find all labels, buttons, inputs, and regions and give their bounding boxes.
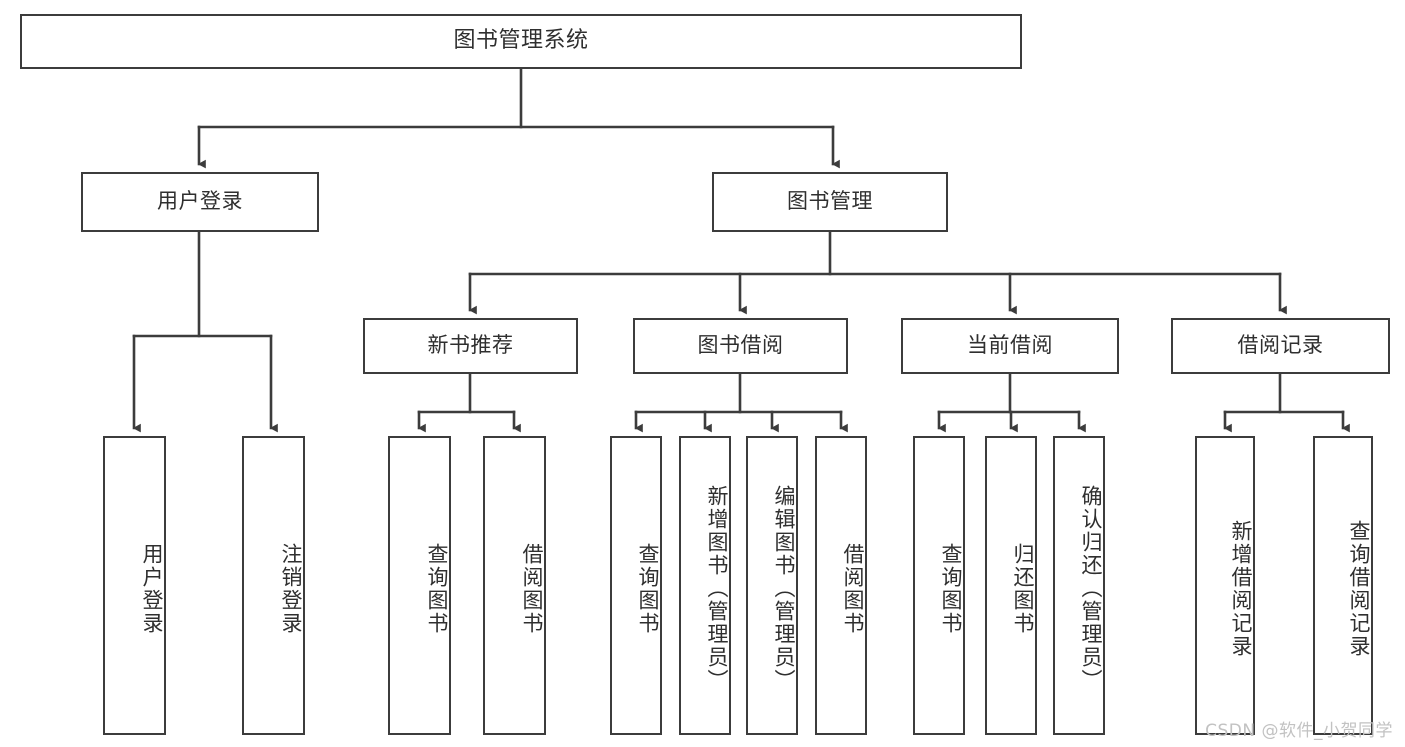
node-current-borrow-label: 当前借阅: [967, 333, 1053, 358]
leaf-edit-book-label: 编辑图书（管理员）: [772, 485, 796, 692]
leaf-edit-book[interactable]: 编辑图书（管理员）: [746, 436, 798, 735]
node-new-book-rec[interactable]: 新书推荐: [363, 318, 578, 374]
leaf-add-record[interactable]: 新增借阅记录: [1195, 436, 1255, 735]
leaf-user-login-label: 用户登录: [140, 542, 164, 635]
csdn-watermark: CSDN @软件_小贺同学: [1205, 721, 1393, 741]
leaf-borrow-book-rec[interactable]: 借阅图书: [483, 436, 546, 735]
leaf-confirm-return-label: 确认归还（管理员）: [1079, 485, 1103, 692]
node-borrow-record-label: 借阅记录: [1237, 333, 1324, 358]
node-book-borrow-label: 图书借阅: [697, 333, 784, 358]
leaf-add-book[interactable]: 新增图书（管理员）: [679, 436, 731, 735]
leaf-borrow-book-label: 借阅图书: [841, 542, 865, 635]
node-book-borrow[interactable]: 图书借阅: [633, 318, 848, 374]
node-root[interactable]: 图书管理系统: [20, 14, 1022, 69]
node-borrow-record[interactable]: 借阅记录: [1171, 318, 1390, 374]
node-current-borrow[interactable]: 当前借阅: [901, 318, 1119, 374]
leaf-query-book-cur-label: 查询图书: [939, 542, 963, 635]
node-user-login[interactable]: 用户登录: [81, 172, 319, 232]
node-new-book-rec-label: 新书推荐: [427, 333, 514, 358]
leaf-borrow-book-rec-label: 借阅图书: [520, 542, 544, 635]
leaf-confirm-return[interactable]: 确认归还（管理员）: [1053, 436, 1105, 735]
leaf-return-book-label: 归还图书: [1011, 542, 1035, 635]
leaf-query-book-borrow[interactable]: 查询图书: [610, 436, 662, 735]
node-user-login-label: 用户登录: [157, 189, 243, 214]
leaf-logout[interactable]: 注销登录: [242, 436, 305, 735]
node-book-manage-label: 图书管理: [787, 189, 873, 214]
leaf-borrow-book[interactable]: 借阅图书: [815, 436, 867, 735]
leaf-user-login[interactable]: 用户登录: [103, 436, 166, 735]
leaf-query-book-rec-label: 查询图书: [425, 542, 449, 635]
leaf-query-book-borrow-label: 查询图书: [636, 542, 660, 635]
node-book-manage[interactable]: 图书管理: [712, 172, 948, 232]
leaf-query-book-rec[interactable]: 查询图书: [388, 436, 451, 735]
leaf-add-book-label: 新增图书（管理员）: [705, 485, 729, 692]
leaf-logout-label: 注销登录: [279, 542, 303, 635]
leaf-query-record-label: 查询借阅记录: [1347, 519, 1371, 658]
leaf-query-book-cur[interactable]: 查询图书: [913, 436, 965, 735]
leaf-query-record[interactable]: 查询借阅记录: [1313, 436, 1373, 735]
leaf-add-record-label: 新增借阅记录: [1229, 519, 1253, 658]
node-root-label: 图书管理系统: [453, 28, 589, 54]
leaf-return-book[interactable]: 归还图书: [985, 436, 1037, 735]
